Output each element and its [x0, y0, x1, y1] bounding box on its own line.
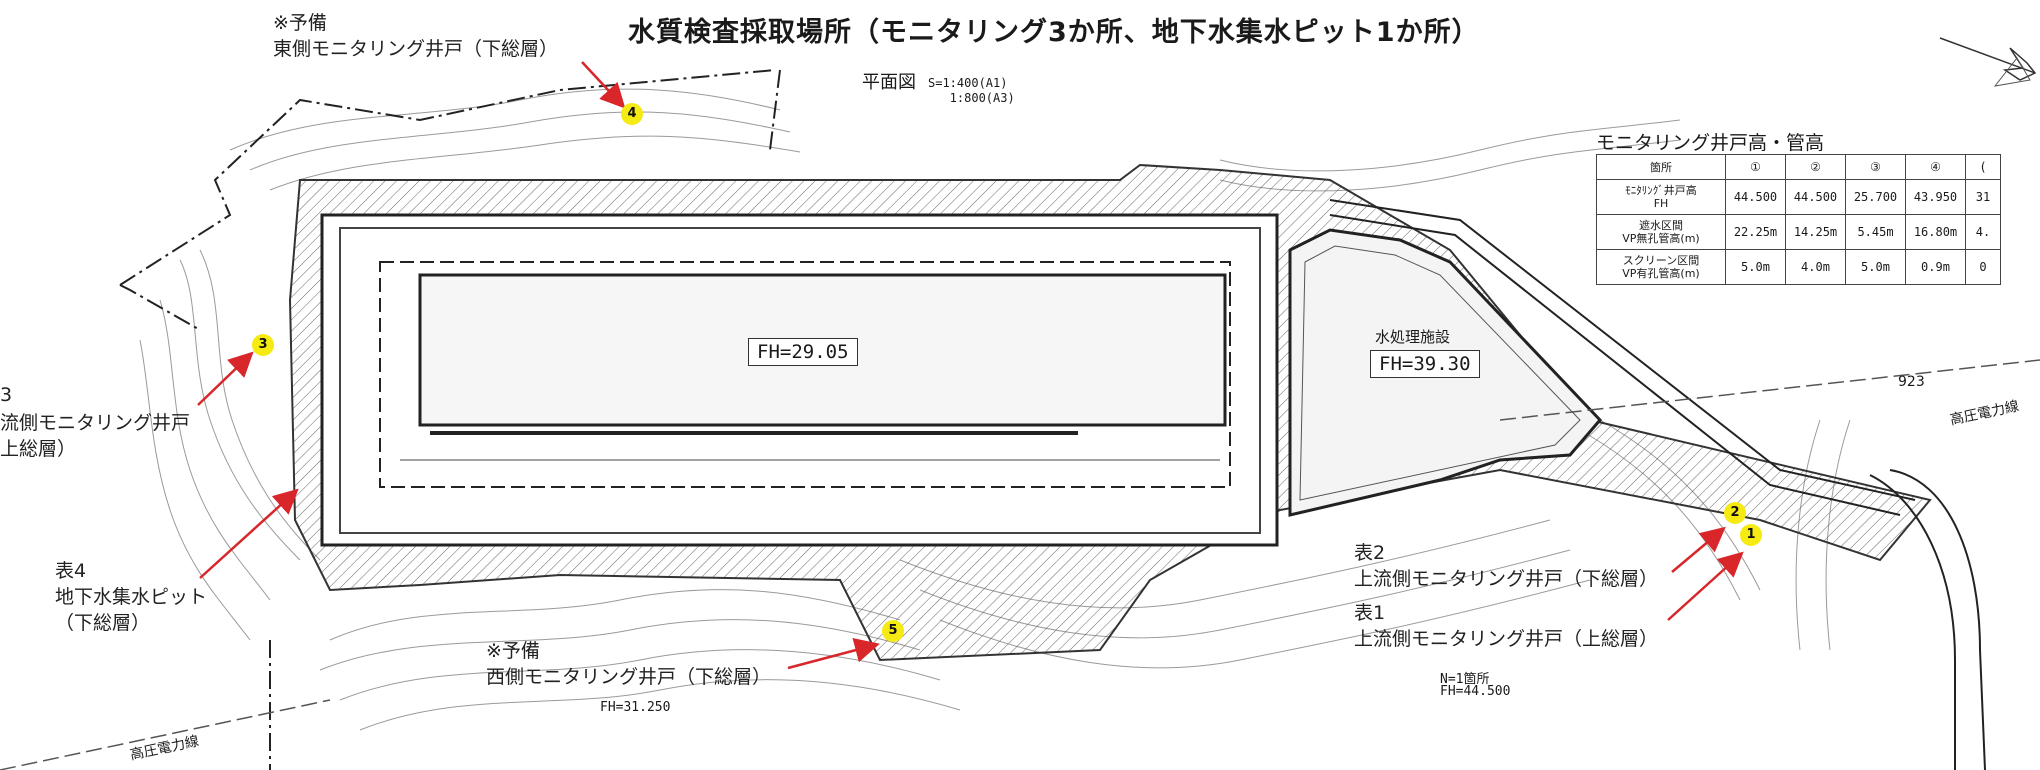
n-fh-note: FH=44.500 [1440, 684, 1511, 699]
table-cell: 25.700 [1845, 179, 1906, 215]
callout-upstream1-table: 表1 [1354, 602, 1386, 624]
callout-upstream2-well: 上流側モニタリング井戸（下総層） [1354, 568, 1659, 590]
table-header-3: ③ [1845, 154, 1906, 180]
table-cell: 44.500 [1785, 179, 1846, 215]
site-boundary [119, 69, 781, 770]
callout-downstream-layer: 上総層） [0, 438, 77, 460]
road-number-label: 923 [1898, 374, 1925, 390]
table-header-4: ④ [1905, 154, 1966, 180]
table-row-label: ﾓﾆﾀﾘﾝｸﾞ井戸高 FH [1596, 179, 1726, 215]
table-cell: 14.25m [1785, 214, 1846, 250]
marker-1: 1 [1740, 524, 1762, 546]
table-cell: 4.0m [1785, 249, 1846, 285]
callout-upstream2-table: 表2 [1354, 542, 1386, 564]
callout-west-well: 西側モニタリング井戸（下総層） [486, 666, 772, 688]
n-points-note: N=1箇所 [1440, 672, 1490, 687]
marker-2: 2 [1724, 502, 1746, 524]
access-road [1329, 199, 1986, 770]
callout-downstream-well: 流側モニタリング井戸 [0, 412, 191, 434]
well-table-caption: モニタリング井戸高・管高 [1596, 132, 1825, 154]
callout-west-well-note: ※予備 [486, 640, 540, 662]
callout-pit-table: 表4 [55, 560, 87, 582]
table-cell: 5.45m [1845, 214, 1906, 250]
table-cell: 0 [1965, 249, 2001, 285]
plan-view-label: 平面図 [862, 72, 916, 93]
table-cell: 44.500 [1725, 179, 1786, 215]
callout-arrows [197, 61, 1744, 670]
table-cell: 31 [1965, 179, 2001, 215]
marker-5: 5 [882, 620, 904, 642]
table-cell: 5.0m [1845, 249, 1906, 285]
map-title: 水質検査採取場所（モニタリング3か所、地下水集水ピット1か所） [628, 17, 1480, 48]
table-cell: 0.9m [1905, 249, 1966, 285]
facility-fh-label: FH=39.30 [1370, 350, 1480, 378]
plan-scale-label: S=1:400(A1) 1:800(A3) [928, 76, 1015, 105]
callout-pit-layer: （下総層） [55, 612, 151, 634]
table-header-2: ② [1785, 154, 1846, 180]
table-cell: 5.0m [1725, 249, 1786, 285]
table-cell: 16.80m [1905, 214, 1966, 250]
callout-east-well: 東側モニタリング井戸（下総層） [273, 38, 559, 60]
table-cell: 43.950 [1905, 179, 1966, 215]
table-header-location: 箇所 [1596, 154, 1726, 180]
table-row-label: スクリーン区間 VP有孔管高(m) [1596, 249, 1726, 285]
table-cell: 4. [1965, 214, 2001, 250]
table-cell: 22.25m [1725, 214, 1786, 250]
callout-pit: 地下水集水ピット [55, 586, 208, 608]
table-header-1: ① [1725, 154, 1786, 180]
facility-name-label: 水処理施設 [1375, 328, 1451, 346]
table-row-label: 遮水区間 VP無孔管高(m) [1596, 214, 1726, 250]
callout-upstream1-well: 上流側モニタリング井戸（上総層） [1354, 628, 1659, 650]
well-height-table: 箇所 ① ② ③ ④ ( ﾓﾆﾀﾘﾝｸﾞ井戸高 FH 44.500 44.500… [1596, 154, 2001, 285]
main-basin-mid [339, 227, 1261, 534]
main-basin-fh-label: FH=29.05 [748, 338, 858, 366]
north-arrow-icon [1939, 37, 2037, 87]
marker-3: 3 [252, 334, 274, 356]
table-header-5: ( [1965, 154, 2001, 180]
callout-downstream-well-no: 3 [0, 384, 13, 406]
power-line [0, 359, 2040, 770]
low-fh-note: FH=31.250 [600, 700, 671, 715]
callout-east-well-note: ※予備 [273, 12, 327, 34]
marker-4: 4 [621, 103, 643, 125]
